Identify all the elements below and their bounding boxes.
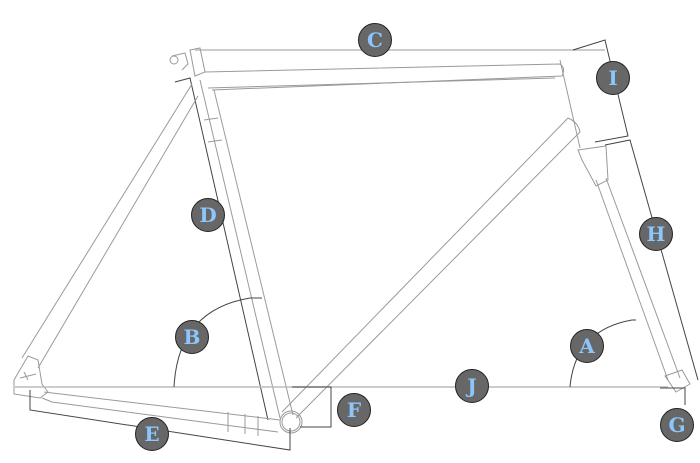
rear-dropout <box>13 355 49 399</box>
bottom-bracket-inner <box>281 412 301 432</box>
dimension-g-line <box>660 387 686 405</box>
label-j: J <box>455 369 489 403</box>
seat-stay <box>21 83 199 369</box>
label-f: F <box>337 393 371 427</box>
label-c: C <box>358 23 392 57</box>
label-a: A <box>570 329 604 363</box>
bottom-bracket <box>279 410 303 434</box>
seat-clamp <box>169 47 206 77</box>
chain-stay <box>41 391 281 436</box>
top-tube <box>204 63 565 91</box>
label-h: H <box>639 217 673 251</box>
label-d: D <box>191 198 225 232</box>
dimension-f-line <box>292 386 332 428</box>
label-g: G <box>660 408 694 442</box>
label-e: E <box>135 417 169 451</box>
seat-tube <box>199 79 294 419</box>
label-i: I <box>596 61 630 95</box>
dimension-d-line <box>174 77 269 421</box>
fork <box>595 177 691 393</box>
dimension-h-line <box>604 139 699 381</box>
label-b: B <box>175 320 209 354</box>
down-tube <box>281 117 581 419</box>
